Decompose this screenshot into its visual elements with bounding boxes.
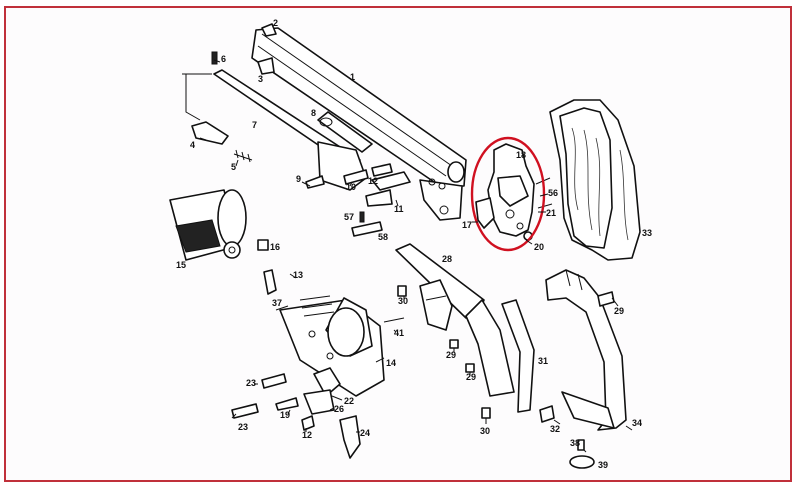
label-10: 10: [346, 182, 356, 192]
label-19: 19: [280, 410, 290, 420]
label-34: 34: [632, 418, 642, 428]
label-17: 17: [462, 220, 472, 230]
part-lanyard-ring-39: [569, 455, 595, 469]
label-41: 41: [394, 328, 404, 338]
part-backstrap: [545, 269, 627, 431]
part-screw-23a: [261, 373, 287, 389]
label-23b: 23: [238, 422, 248, 432]
label-4: 4: [190, 140, 195, 150]
part-sear-26: [303, 389, 335, 415]
label-18: 18: [516, 150, 526, 160]
label-30a: 30: [398, 296, 408, 306]
part-pin-41: [383, 317, 405, 323]
part-nipple: [257, 239, 269, 251]
label-24: 24: [360, 428, 370, 438]
label-58: 58: [378, 232, 388, 242]
label-8: 8: [311, 108, 316, 118]
part-barrel: [251, 27, 467, 221]
part-screw-32: [539, 405, 555, 423]
part-screw-29b: [465, 363, 475, 373]
part-front-sight: [261, 23, 277, 37]
label-1: 1: [350, 72, 355, 82]
part-screw-19: [275, 397, 299, 411]
label-23a: 23: [246, 378, 256, 388]
part-screw-38: [577, 439, 585, 451]
part-screw-29a: [449, 339, 459, 349]
label-3: 3: [258, 74, 263, 84]
part-trigger-24: [339, 415, 361, 459]
label-26: 26: [334, 404, 344, 414]
part-trigger-guard: [395, 243, 485, 331]
part-spring-37: [275, 305, 289, 311]
part-pin-57: [359, 211, 365, 223]
part-wedge: [317, 111, 373, 153]
label-14: 14: [386, 358, 396, 368]
label-22: 22: [344, 396, 354, 406]
label-57: 57: [344, 212, 354, 222]
part-screw-30a: [397, 285, 407, 297]
label-15: 15: [176, 260, 186, 270]
label-21: 21: [546, 208, 556, 218]
part-plunger: [191, 121, 229, 145]
label-12b: 12: [302, 430, 312, 440]
part-hammer-assembly: [475, 143, 553, 241]
label-6: 6: [221, 54, 226, 64]
part-screw-29c: [597, 291, 615, 307]
part-screw-12: [371, 163, 393, 177]
label-29c: 29: [614, 306, 624, 316]
label-33: 33: [642, 228, 652, 238]
part-spring-58: [351, 221, 383, 237]
label-32: 32: [550, 424, 560, 434]
label-31: 31: [538, 356, 548, 366]
part-bolt-22: [313, 367, 341, 397]
label-28: 28: [442, 254, 452, 264]
part-number-labels: 1 2 3 4 5 6 7 8 9 10 11 12 13 14 15 16 1…: [176, 18, 652, 470]
label-5: 5: [231, 162, 236, 172]
label-20: 20: [534, 242, 544, 252]
part-latch-11: [365, 171, 411, 207]
part-screw-23b: [231, 403, 259, 419]
label-12: 12: [368, 176, 378, 186]
part-screw-10: [343, 169, 369, 185]
part-hand-13: [263, 269, 277, 295]
label-56: 56: [548, 188, 558, 198]
part-grips: [549, 99, 641, 261]
highlight-circle: [470, 136, 546, 252]
label-16: 16: [270, 242, 280, 252]
label-37: 37: [272, 298, 282, 308]
label-13: 13: [293, 270, 303, 280]
part-screw-9: [305, 175, 325, 189]
part-frame: [279, 295, 385, 397]
part-loading-lever-catch: [257, 57, 275, 75]
label-2: 2: [273, 18, 278, 28]
part-screw-12b: [301, 415, 315, 431]
part-pin-6: [211, 51, 218, 65]
diagram-frame: [4, 6, 792, 482]
part-grip-frame: [465, 299, 515, 397]
label-11: 11: [394, 204, 404, 214]
label-29a: 29: [446, 350, 456, 360]
label-9: 9: [296, 174, 301, 184]
part-mainspring: [501, 299, 535, 413]
label-7: 7: [252, 120, 257, 130]
label-30b: 30: [480, 426, 490, 436]
part-screw-30b: [481, 407, 491, 419]
label-38: 38: [570, 438, 580, 448]
leader-lines: [199, 59, 633, 453]
part-cylinder: [169, 189, 247, 261]
label-39: 39: [598, 460, 608, 470]
label-29b: 29: [466, 372, 476, 382]
part-spring-5: [233, 149, 253, 163]
